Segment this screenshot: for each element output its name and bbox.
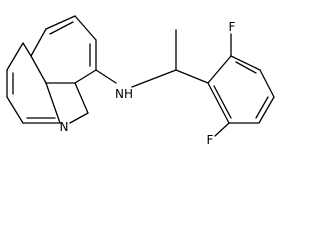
amine-label: NH [115, 87, 133, 101]
bond [131, 69, 177, 88]
bond [45, 82, 61, 124]
bond [207, 82, 230, 124]
bond [258, 96, 275, 124]
double-bond-inner [213, 85, 232, 119]
double-bond-inner [255, 96, 269, 119]
bond [6, 96, 24, 124]
ring-nitrogen-label: N [60, 120, 69, 134]
double-bond-inner [235, 61, 257, 74]
pyridine-ring [6, 42, 61, 124]
bond [30, 28, 47, 57]
bond [22, 42, 32, 57]
bond [74, 15, 97, 41]
bond [259, 69, 275, 98]
bond [74, 82, 89, 114]
fluorine-bond-bottom [214, 122, 230, 137]
bond [207, 55, 232, 84]
double-bond-inner [49, 21, 74, 35]
bond [230, 55, 261, 71]
bond [175, 69, 209, 84]
bond [30, 55, 47, 84]
fluorine-bottom-label: F [207, 133, 214, 147]
linker [95, 29, 209, 88]
benzo-ring [30, 15, 97, 124]
fluorine-top-label: F [229, 20, 236, 34]
bond [45, 15, 76, 30]
difluorophenyl-ring [207, 33, 275, 137]
bond [95, 69, 117, 84]
bond [69, 112, 89, 124]
bond [6, 42, 24, 71]
molecule-diagram: N NH F F [6, 15, 275, 147]
structure-canvas: N NH F F [6, 15, 275, 147]
bond [74, 69, 97, 84]
